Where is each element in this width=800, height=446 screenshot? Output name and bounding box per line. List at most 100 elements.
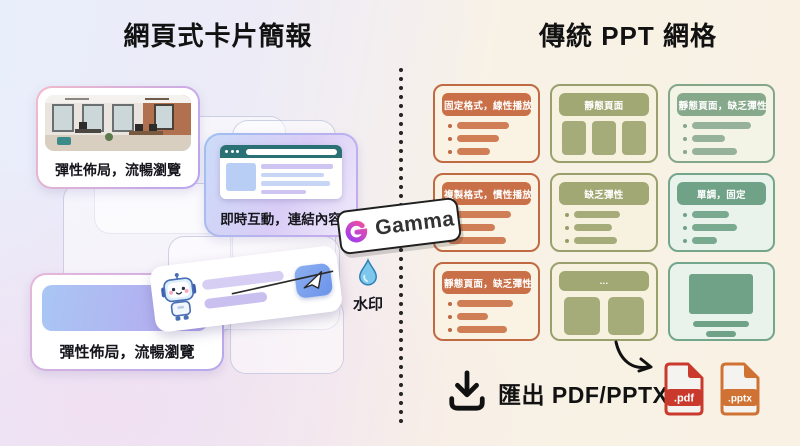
bullet-line [448, 237, 526, 244]
gamma-label: Gamma [373, 207, 456, 240]
grid-card-blocks [552, 291, 655, 335]
bullet-line [565, 237, 643, 244]
text-bar [574, 237, 618, 244]
bullet-line [565, 211, 643, 218]
pptx-file-icon: .pptx [720, 362, 760, 416]
grid-card-header: 複製格式，慣性播放 [442, 182, 532, 205]
bullet-line [448, 135, 526, 142]
text-bar [457, 148, 490, 155]
bullet-line [448, 148, 526, 155]
export-label: 匯出 PDF/PPTX [498, 382, 669, 408]
text-bar [574, 211, 620, 218]
bullet-dot [682, 238, 687, 243]
paper-plane-icon [303, 270, 323, 289]
grid-card-header: 單調，固定 [676, 182, 766, 205]
chat-input-bar [201, 269, 292, 309]
bullet-line [682, 148, 761, 155]
text-bar [691, 148, 738, 155]
address-bar [245, 148, 337, 155]
bullet-line [448, 224, 526, 231]
bullet-dot [682, 149, 687, 154]
chat-placeholder-line [201, 269, 284, 290]
grid-card-static-inflexible: 靜態頁面，缺乏彈性 [667, 84, 775, 163]
bullet-dot [448, 327, 452, 332]
watermark-label: 水印 [352, 296, 383, 313]
grid-card-bullets [670, 116, 773, 155]
text-bar [457, 122, 509, 129]
bullet-dot [682, 136, 687, 141]
text-bar [448, 224, 495, 231]
monitor-bar [706, 331, 737, 337]
grid-card-bullets [552, 205, 655, 244]
grid-card-lacks-flexibility: 缺乏彈性 [550, 173, 658, 252]
slide-block [562, 121, 587, 155]
bullet-line [682, 135, 761, 142]
left-title: 網頁式卡片簡報 [123, 21, 313, 51]
bullet-line [448, 313, 526, 320]
bullet-line [448, 300, 526, 307]
window-dot-icon [230, 150, 234, 153]
bullet-line [448, 326, 526, 333]
pdf-file-icon: .pdf [664, 362, 704, 416]
bullet-line [448, 122, 526, 129]
text-bar [457, 135, 500, 142]
bullet-dot [682, 123, 687, 128]
window-dot-icon [236, 150, 239, 153]
grid-card-blocks [552, 116, 655, 155]
text-line [261, 164, 333, 169]
monitor-bar [693, 321, 750, 327]
bullet-dot [682, 225, 687, 230]
bullet-line [682, 237, 761, 244]
gamma-logo-icon [345, 220, 368, 243]
slide-block [621, 121, 646, 155]
office-photo [45, 95, 191, 151]
text-bar [457, 326, 508, 333]
window-dot-icon [225, 150, 228, 153]
photo-card: 彈性佈局，流暢瀏覽 [36, 86, 200, 189]
bullet-dot [565, 212, 570, 217]
grid-card-header: 靜態頁面，缺乏彈性 [442, 271, 532, 294]
grid-card-static-inflexible-2: 靜態頁面，缺乏彈性 [433, 262, 541, 341]
bullet-dot [448, 314, 452, 319]
gamma-badge: Gamma [335, 196, 463, 256]
droplet-icon [359, 258, 377, 286]
slide-block [592, 121, 616, 155]
bullet-dot [448, 301, 452, 306]
slide-block [608, 297, 644, 335]
browser-card: 即時互動，連結內容 [204, 133, 358, 237]
download-icon [449, 370, 485, 411]
pptx-ext-label: .pptx [728, 394, 752, 405]
bullet-dot [448, 123, 452, 128]
grid-card-bars [435, 205, 538, 244]
layout-card-caption: 彈性佈局，流暢瀏覽 [59, 344, 195, 361]
grid-card-ellipsis: ... [550, 262, 658, 341]
grid-card-monotonous-fixed: 單調，固定 [667, 173, 775, 252]
bullet-line [448, 211, 526, 218]
bullet-dot [448, 136, 452, 141]
grid-card-header: 靜態頁面 [559, 93, 649, 116]
text-bar [691, 135, 725, 142]
grid-card-bullets [435, 116, 538, 155]
grid-card-monitor [667, 262, 775, 341]
text-line [261, 181, 330, 186]
pdf-ext-label: .pdf [674, 393, 694, 405]
bullet-dot [565, 238, 570, 243]
text-bar [448, 211, 511, 218]
grid-card-static-page: 靜態頁面 [550, 84, 658, 163]
bullet-line [682, 122, 761, 129]
text-bar [691, 224, 738, 231]
grid-card-header: ... [559, 271, 649, 291]
browser-mockup [220, 145, 342, 199]
text-bar [691, 122, 752, 129]
grid-card-fixed-format: 固定格式，線性播放 [433, 84, 541, 163]
curved-arrow-icon [614, 340, 653, 373]
bullet-dot [682, 212, 687, 217]
grid-card-header: 靜態頁面，缺乏彈性 [676, 93, 767, 116]
content-image-block [226, 163, 256, 191]
right-title: 傳統 PPT 網格 [538, 21, 717, 51]
bullet-line [682, 211, 761, 218]
browser-content [220, 158, 342, 199]
ppt-grid: 固定格式，線性播放 靜態頁面 靜態頁面，缺乏彈性 複製格式，慣性播放 缺乏彈性 … [433, 84, 775, 341]
text-bar [574, 224, 612, 231]
